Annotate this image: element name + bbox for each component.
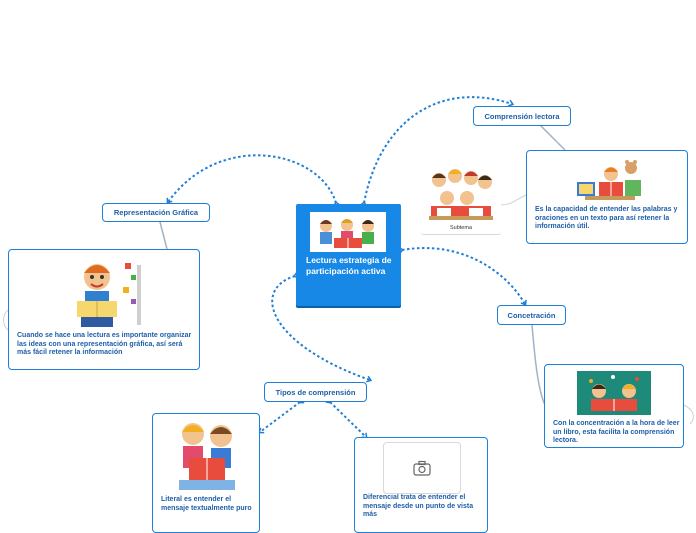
subtema-node[interactable]: Subtema [421, 160, 501, 235]
connector-tipos-diferencial [325, 397, 368, 439]
two-kids-reading-illustration [169, 418, 245, 494]
image-placeholder[interactable] [383, 442, 461, 494]
connector-center-representacion [166, 154, 341, 207]
line-concentracion-card [531, 324, 546, 406]
card-diferencial-text: Diferencial trata de entender el mensaje… [363, 494, 474, 518]
line-subtema [499, 194, 527, 206]
card-literal-text: Literal es entender el mensaje textualme… [161, 496, 252, 512]
connector-center-tipos [271, 271, 373, 383]
line-left-edge [3, 309, 9, 331]
node-concentracion-label: Concetración [507, 310, 556, 320]
node-tipos-label: Tipos de comprensión [275, 387, 356, 397]
node-representacion-label: Representación Gráfica [113, 208, 199, 217]
card-literal[interactable]: Literal es entender el mensaje textualme… [152, 413, 260, 533]
node-concentracion[interactable]: Concetración [497, 305, 566, 325]
connector-layer [3, 96, 694, 439]
kids-group-illustration [429, 169, 493, 220]
node-tipos-comprension[interactable]: Tipos de comprensión [264, 382, 367, 402]
connector-center-concentracion [398, 246, 527, 306]
central-topic-title: Lectura estrategia de participación acti… [306, 255, 392, 276]
card-comprension[interactable]: Es la capacidad de entender las palabras… [526, 150, 688, 244]
connector-tipos-literal [258, 397, 305, 434]
node-representacion-grafica[interactable]: Representación Gráfica [102, 203, 210, 222]
kids-with-books-illustration [571, 156, 645, 202]
line-representacion-card [159, 221, 168, 250]
camera-placeholder-icon [413, 460, 431, 476]
card-concentracion[interactable]: Con la concentración a la hora de leer u… [544, 364, 684, 448]
children-reading-illustration [310, 212, 386, 252]
subtema-label: Subtema [449, 225, 472, 231]
kids-reading-book-illustration [577, 371, 651, 415]
line-comprension-card [539, 124, 566, 151]
node-comprension-label: Comprensión lectora [484, 111, 560, 121]
central-topic[interactable]: Lectura estrategia de participación acti… [296, 204, 401, 306]
boy-reading-illustration [65, 257, 145, 331]
connector-center-comprension [359, 96, 515, 207]
card-representacion[interactable]: Cuando se hace una lectura es importante… [8, 249, 200, 370]
card-comprension-text: Es la capacidad de entender las palabras… [535, 206, 678, 230]
node-comprension-lectora[interactable]: Comprensión lectora [473, 106, 571, 126]
line-right-edge [683, 404, 694, 425]
card-representacion-text: Cuando se hace una lectura es importante… [17, 332, 192, 356]
card-concentracion-text: Con la concentración a la hora de leer u… [553, 420, 680, 444]
